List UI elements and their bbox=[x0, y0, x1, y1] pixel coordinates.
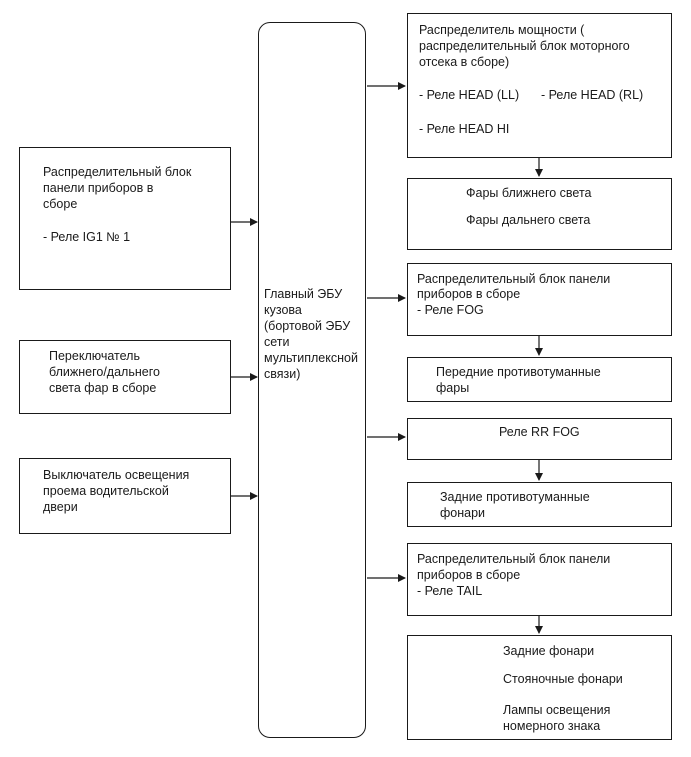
rear-lamps-tail: Задние фонари bbox=[503, 644, 595, 658]
rr-fog-relay-label: Реле RR FOG bbox=[499, 425, 580, 439]
headlight-switch-line2: ближнего/дальнего bbox=[49, 365, 160, 379]
rear-lamps-parking: Стояночные фонари bbox=[503, 672, 623, 686]
rear-fog-line1: Задние противотуманные bbox=[440, 490, 590, 504]
rear-lamps-plate-line2: номерного знака bbox=[503, 719, 601, 733]
relay-head-ll: - Реле HEAD (LL) bbox=[419, 88, 520, 102]
front-fog-box bbox=[407, 357, 672, 402]
rear-fog-box bbox=[407, 482, 672, 527]
door-switch-box bbox=[19, 458, 231, 534]
dash-block-ig1-title-line2: панели приборов в bbox=[43, 181, 154, 195]
engine-block-title-line1: Распределитель мощности ( bbox=[419, 23, 585, 37]
headlight-switch-box bbox=[19, 340, 231, 414]
ecu-label-line4: сети bbox=[264, 335, 290, 349]
rear-lamps-plate-line1: Лампы освещения bbox=[503, 703, 611, 717]
dash-block-fog-title-line2: приборов в сборе bbox=[417, 287, 521, 301]
ecu-label-line3: (бортовой ЭБУ bbox=[264, 319, 351, 333]
rear-lamps-box bbox=[407, 635, 672, 740]
front-fog-line2: фары bbox=[436, 381, 470, 395]
dash-block-ig1-title-line3: сборе bbox=[43, 197, 78, 211]
dash-block-ig1-box bbox=[19, 147, 231, 290]
ecu-label-line6: связи) bbox=[264, 367, 301, 381]
headlamps-low: Фары ближнего света bbox=[466, 186, 592, 200]
relay-tail: - Реле TAIL bbox=[417, 584, 483, 598]
door-switch-line3: двери bbox=[43, 500, 78, 514]
dash-block-tail-title-line2: приборов в сборе bbox=[417, 568, 521, 582]
door-switch-line2: проема водительской bbox=[43, 484, 169, 498]
relay-head-rl: - Реле HEAD (RL) bbox=[541, 88, 644, 102]
dash-block-fog-box bbox=[407, 263, 672, 336]
engine-block-title-line2: распределительный блок моторного bbox=[419, 39, 630, 53]
dash-block-ig1-title-line1: Распределительный блок bbox=[43, 165, 192, 179]
ecu-label-line2: кузова bbox=[264, 303, 302, 317]
relay-head-hi: - Реле HEAD HI bbox=[419, 122, 510, 136]
rear-fog-line2: фонари bbox=[440, 506, 486, 520]
main-body-ecu-box bbox=[258, 22, 366, 738]
dash-block-ig1-relay: - Реле IG1 № 1 bbox=[43, 230, 131, 244]
dash-block-tail-title-line1: Распределительный блок панели bbox=[417, 552, 611, 566]
ecu-label-line5: мультиплексной bbox=[264, 351, 358, 365]
ecu-label-line1: Главный ЭБУ bbox=[264, 287, 343, 301]
headlight-switch-line3: света фар в сборе bbox=[49, 381, 157, 395]
engine-block-title-line3: отсека в сборе) bbox=[419, 55, 510, 69]
headlight-switch-line1: Переключатель bbox=[49, 349, 140, 363]
rr-fog-relay-box bbox=[407, 418, 672, 460]
relay-fog: - Реле FOG bbox=[417, 303, 484, 317]
engine-block-box bbox=[407, 13, 672, 158]
door-switch-line1: Выключатель освещения bbox=[43, 468, 190, 482]
front-fog-line1: Передние противотуманные bbox=[436, 365, 601, 379]
dash-block-fog-title-line1: Распределительный блок панели bbox=[417, 272, 611, 286]
headlamps-box bbox=[407, 178, 672, 250]
headlamps-high: Фары дальнего света bbox=[466, 213, 591, 227]
dash-block-tail-box bbox=[407, 543, 672, 616]
